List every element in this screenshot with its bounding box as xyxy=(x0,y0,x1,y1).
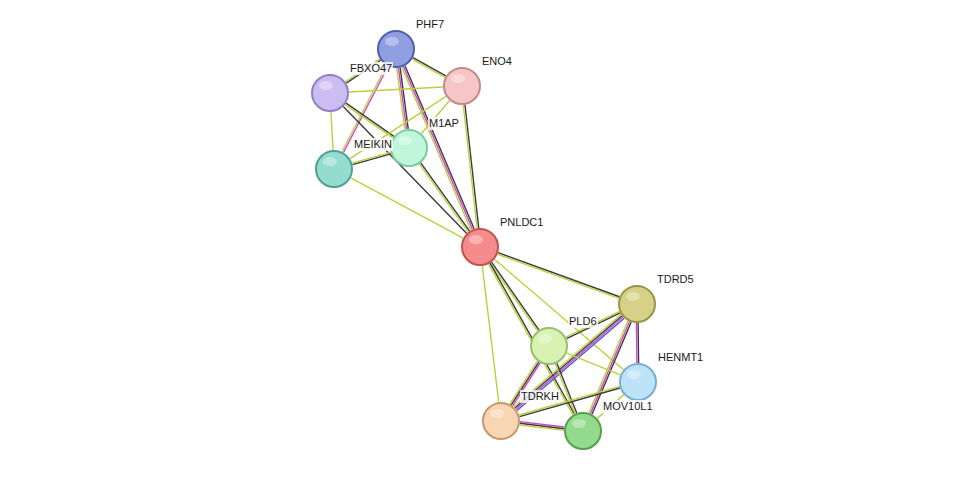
evidence-line xyxy=(494,259,623,369)
evidence-line xyxy=(482,266,498,402)
evidence-line xyxy=(346,103,394,136)
evidence-line xyxy=(490,263,537,331)
interaction-edge xyxy=(489,263,575,415)
protein-node: M1AP xyxy=(390,129,428,167)
evidence-line xyxy=(567,353,621,375)
node-label: FBXO47 xyxy=(349,62,393,75)
interaction-edge xyxy=(343,107,466,234)
node-label: HENMT1 xyxy=(657,351,704,364)
evidence-line xyxy=(498,254,619,298)
node-label: M1AP xyxy=(428,117,460,130)
interaction-edge xyxy=(349,87,443,92)
node-label: PNLDC1 xyxy=(499,216,544,229)
interaction-edge xyxy=(636,323,638,363)
protein-node: MEIKIN xyxy=(315,150,353,188)
interaction-edge xyxy=(351,178,463,238)
interaction-edge xyxy=(412,58,446,78)
protein-node: MOV10L1 xyxy=(564,412,602,450)
evidence-line xyxy=(412,59,445,77)
protein-node: HENMT1 xyxy=(619,363,657,401)
node-label: MEIKIN xyxy=(353,138,393,151)
evidence-line xyxy=(331,112,333,150)
node-highlight xyxy=(627,370,641,379)
evidence-line xyxy=(520,425,564,430)
interaction-edge xyxy=(514,314,625,410)
interaction-edge xyxy=(520,422,565,431)
evidence-line xyxy=(463,105,477,228)
interaction-edge xyxy=(463,105,478,228)
interaction-edge xyxy=(419,163,469,232)
node-highlight xyxy=(398,136,412,145)
node-highlight xyxy=(572,419,586,428)
evidence-line xyxy=(492,262,539,330)
node-highlight xyxy=(451,74,465,83)
node-highlight xyxy=(323,157,337,166)
evidence-line xyxy=(413,58,446,76)
node-label: TDRKH xyxy=(520,390,560,403)
node-highlight xyxy=(385,37,399,46)
protein-node: TDRKH xyxy=(482,402,520,440)
node-highlight xyxy=(319,81,333,90)
evidence-line xyxy=(489,264,573,415)
node-label: TDRD5 xyxy=(656,273,695,286)
node-label: PHF7 xyxy=(415,18,445,31)
node-label: ENO4 xyxy=(481,55,513,68)
evidence-line xyxy=(397,68,405,129)
node-highlight xyxy=(538,334,552,343)
interaction-edge xyxy=(494,259,623,369)
protein-node: FBXO47 xyxy=(311,74,349,112)
protein-node: ENO4 xyxy=(443,67,481,105)
evidence-line xyxy=(636,323,638,363)
evidence-line xyxy=(343,107,466,234)
evidence-line xyxy=(498,253,619,297)
evidence-line xyxy=(351,178,463,238)
node-label: MOV10L1 xyxy=(602,400,654,413)
evidence-line xyxy=(637,323,639,363)
evidence-line xyxy=(419,164,468,232)
interaction-edge xyxy=(482,266,498,402)
evidence-line xyxy=(421,163,470,231)
node-highlight xyxy=(626,292,640,301)
protein-node: PLD6 xyxy=(530,327,568,365)
evidence-line xyxy=(490,263,574,414)
protein-node: TDRD5 xyxy=(618,285,656,323)
interaction-edge xyxy=(490,262,539,331)
node-label: PLD6 xyxy=(568,315,598,328)
evidence-line xyxy=(465,105,479,228)
evidence-line xyxy=(349,87,443,92)
evidence-line xyxy=(352,152,390,163)
interaction-edge xyxy=(352,152,391,164)
interaction-edge xyxy=(567,353,621,375)
protein-node: PNLDC1 xyxy=(461,228,499,266)
node-highlight xyxy=(469,235,483,244)
interaction-edge xyxy=(331,112,333,150)
evidence-line xyxy=(353,154,391,165)
node-highlight xyxy=(490,409,504,418)
interaction-edge xyxy=(498,253,620,299)
